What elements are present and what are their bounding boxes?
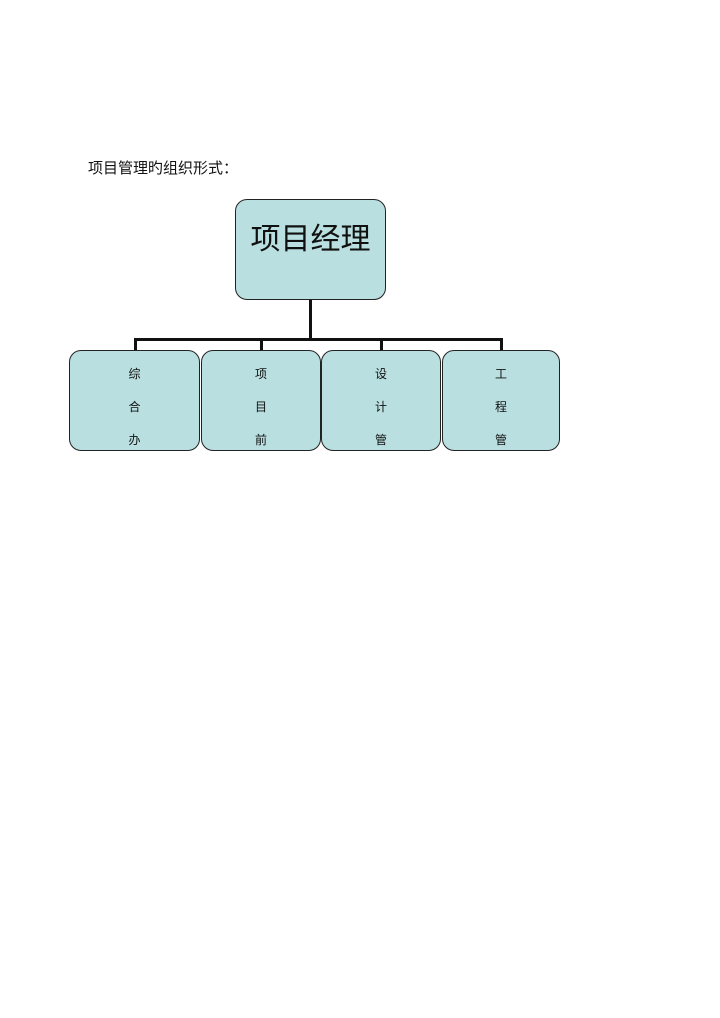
node-char: 计 <box>374 400 387 414</box>
node-char: 工 <box>494 367 507 381</box>
org-node-project-pre: 项 目 前 <box>201 350 321 451</box>
node-char: 综 <box>128 367 141 381</box>
node-char: 程 <box>494 400 507 414</box>
connector-drop <box>380 338 383 350</box>
org-node-project-manager: 项目经理 <box>235 199 386 300</box>
connector-drop <box>500 338 503 350</box>
connector-drop <box>260 338 263 350</box>
node-char: 设 <box>374 367 387 381</box>
org-node-general-office: 综 合 办 <box>69 350 200 451</box>
node-char: 项 <box>254 367 267 381</box>
section-heading: 项目管理旳组织形式： <box>88 159 239 177</box>
connector-horizontal <box>134 338 503 341</box>
node-char: 管 <box>374 433 387 447</box>
org-node-design-mgmt: 设 计 管 <box>321 350 441 451</box>
node-char: 管 <box>494 433 507 447</box>
connector-drop <box>134 338 137 350</box>
org-node-label: 项目经理 <box>250 222 371 257</box>
connector-vertical-root <box>309 300 312 340</box>
node-char: 合 <box>128 400 141 414</box>
node-char: 前 <box>254 433 267 447</box>
org-node-engineering-mgmt: 工 程 管 <box>442 350 560 451</box>
node-char: 办 <box>128 433 141 447</box>
node-char: 目 <box>254 400 267 414</box>
